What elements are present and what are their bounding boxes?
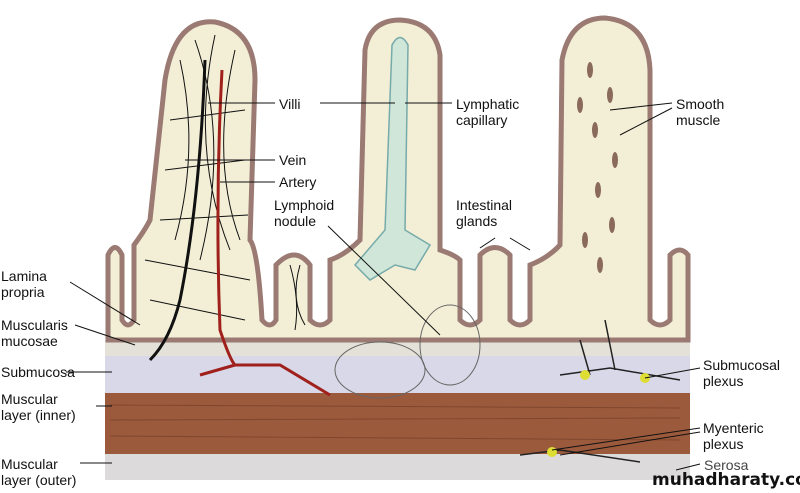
label-line: Smooth	[676, 96, 725, 112]
label-line: layer (inner)	[1, 407, 76, 423]
label-line: plexus	[703, 373, 744, 389]
label-line: Intestinal	[456, 197, 513, 213]
submucosa-layer	[105, 355, 690, 393]
label-artery: Artery	[279, 174, 317, 190]
label-line: glands	[456, 213, 498, 229]
watermark: muhadharaty.com	[652, 470, 800, 490]
capillary-network	[144, 34, 306, 331]
label-submucosa: Submucosa	[1, 364, 75, 380]
vein	[148, 59, 207, 362]
label-line: nodule	[274, 213, 317, 229]
label-line: capillary	[456, 112, 508, 128]
label-line: Myenteric	[703, 420, 764, 436]
serosa-layer	[105, 452, 690, 480]
label-line: Muscularis	[1, 317, 68, 333]
label-line: Submucosal	[703, 357, 781, 373]
label-line: plexus	[703, 436, 744, 452]
label-line: Lymphatic	[456, 96, 520, 112]
muscular-inner-layer	[105, 392, 690, 454]
artery	[199, 69, 331, 397]
smooth-muscle-strands	[577, 62, 618, 273]
leader-lines	[66, 102, 701, 471]
label-serosa: Serosa	[704, 457, 749, 473]
myenteric-ganglion	[547, 447, 557, 457]
muscularis-mucosae-layer	[105, 340, 690, 356]
lymphoid-nodule	[334, 304, 481, 399]
label-line: layer (outer)	[1, 472, 77, 488]
lymphatic-capillary	[353, 36, 432, 281]
label-line: Muscular	[1, 456, 58, 472]
label-line: Lamina	[1, 268, 47, 284]
label-vein: Vein	[279, 152, 307, 168]
label-line: Lymphoid	[274, 197, 335, 213]
label-line: Muscular	[1, 391, 58, 407]
label-line: muscle	[676, 112, 721, 128]
label-line: mucosae	[1, 333, 58, 349]
label-line: propria	[1, 284, 45, 300]
submucosal-ganglion	[580, 370, 590, 380]
label-villi: Villi	[279, 96, 301, 112]
